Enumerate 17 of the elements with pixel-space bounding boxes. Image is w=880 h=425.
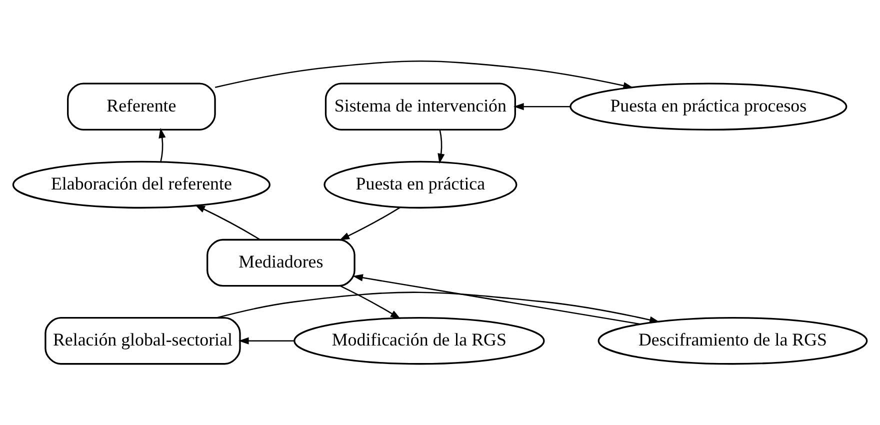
arrow <box>352 274 641 325</box>
arrow <box>194 204 260 240</box>
arrow <box>339 206 400 240</box>
node-ellipse: Puesta en práctica <box>324 160 518 209</box>
arrow <box>438 130 445 164</box>
node-box: Referente <box>67 82 216 130</box>
node-ellipse: Elaboración del referente <box>12 160 270 209</box>
arrow <box>158 128 166 162</box>
arrow <box>340 285 401 320</box>
node-box: Mediadores <box>206 238 356 287</box>
arrow <box>514 103 570 110</box>
arrow <box>214 60 634 90</box>
node-ellipse: Modificación de la RGS <box>294 316 545 365</box>
node-box: Relación global-sectorial <box>44 316 241 365</box>
arrow <box>216 292 660 324</box>
node-box: Sistema de intervención <box>324 82 516 130</box>
arrow <box>238 337 294 344</box>
